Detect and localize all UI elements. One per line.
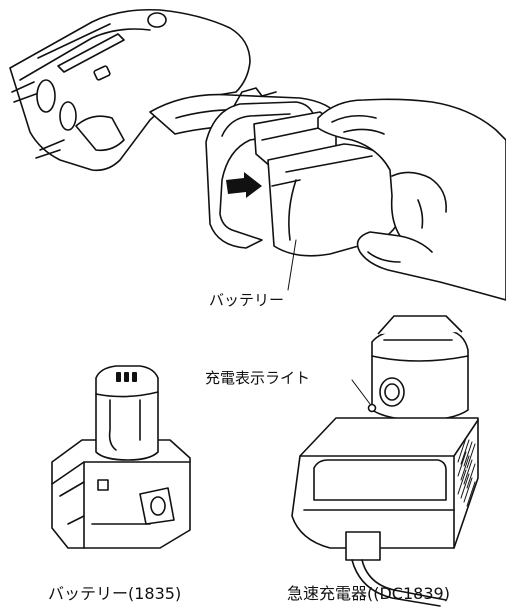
charger-caption: 急速充電器((DC1839) xyxy=(287,584,450,603)
battery-1835-drawing xyxy=(51,365,191,549)
hand-drawing xyxy=(317,98,506,301)
battery-holder-drawing xyxy=(205,87,315,249)
charge-light-leader-line xyxy=(351,379,371,405)
battery-pointer-label: バッテリー xyxy=(209,291,285,309)
battery-caption: バッテリー(1835) xyxy=(48,584,182,603)
insert-arrow xyxy=(226,172,262,198)
charger-dc1839-drawing xyxy=(291,315,479,607)
battery-inserting-drawing xyxy=(253,111,405,257)
charge-light-label: 充電表示ライト xyxy=(205,369,311,387)
drill-body-drawing xyxy=(9,8,251,172)
charge-indicator-lamp xyxy=(367,403,377,413)
battery-leader-line xyxy=(287,239,297,291)
